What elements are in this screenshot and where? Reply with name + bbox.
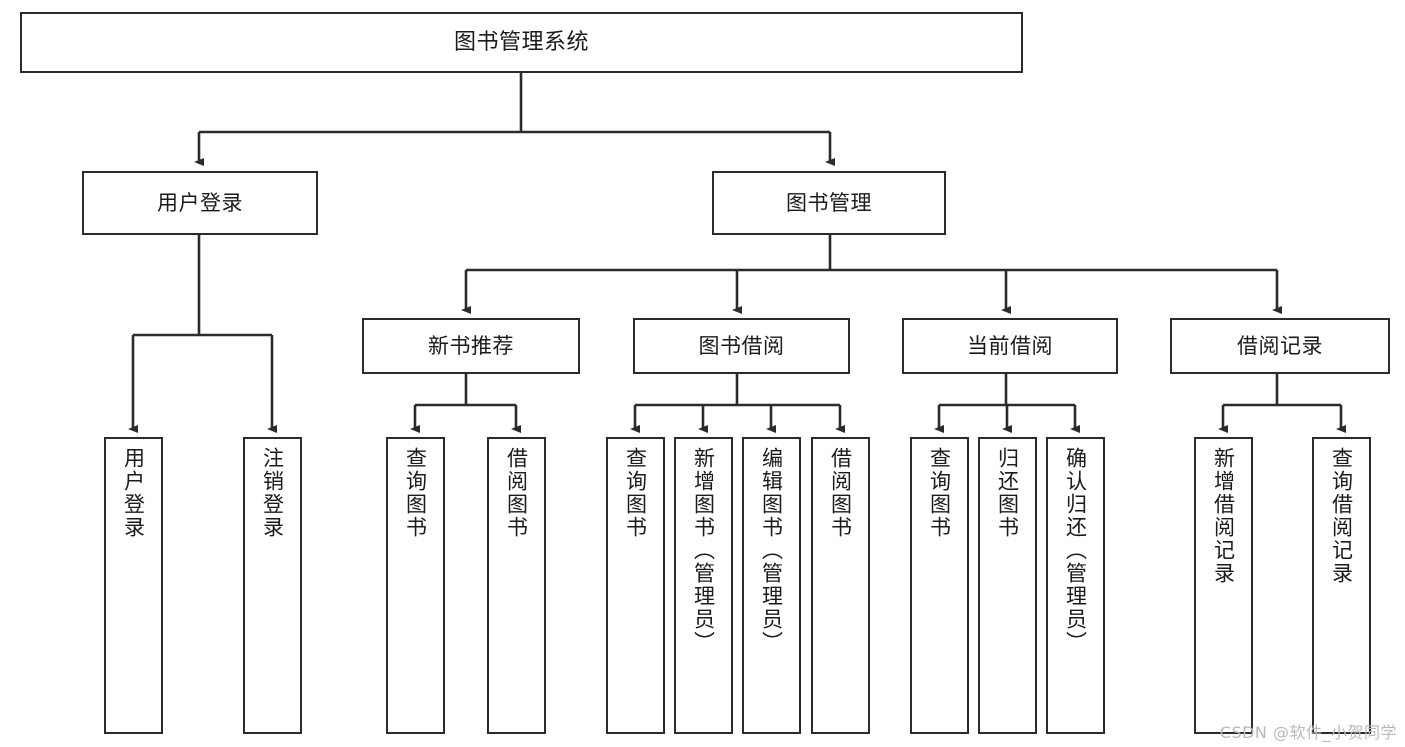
leaf-logout[interactable]: 注销登录 — [243, 437, 302, 734]
node-new-book-recommend[interactable]: 新书推荐 — [362, 318, 580, 374]
leaf-borrow-book-2[interactable]: 借阅图书 — [811, 437, 870, 734]
leaf-add-record[interactable]: 新增借阅记录 — [1194, 437, 1253, 734]
leaf-return-book[interactable]: 归还图书 — [978, 437, 1037, 734]
leaf-query-record[interactable]: 查询借阅记录 — [1312, 437, 1371, 734]
leaf-query-record-label: 查询借阅记录 — [1329, 447, 1354, 585]
node-borrow-record[interactable]: 借阅记录 — [1170, 318, 1390, 374]
leaf-borrow-book-1-label: 借阅图书 — [504, 447, 529, 539]
leaf-user-login-label: 用户登录 — [121, 447, 146, 539]
node-root-label: 图书管理系统 — [453, 29, 589, 55]
leaf-user-login[interactable]: 用户登录 — [104, 437, 163, 734]
leaf-add-book-label: 新增图书（管理员） — [691, 447, 716, 654]
leaf-edit-book-label: 编辑图书（管理员） — [759, 447, 784, 654]
leaf-add-book[interactable]: 新增图书（管理员） — [674, 437, 733, 734]
node-book-manage-label: 图书管理 — [786, 190, 872, 215]
node-book-manage[interactable]: 图书管理 — [712, 171, 946, 235]
node-book-borrow-label: 图书借阅 — [698, 333, 785, 358]
node-user-login[interactable]: 用户登录 — [82, 171, 318, 235]
leaf-query-book-2-label: 查询图书 — [623, 447, 648, 539]
leaf-query-book-3-label: 查询图书 — [927, 447, 952, 539]
node-book-borrow[interactable]: 图书借阅 — [633, 318, 850, 374]
node-user-login-label: 用户登录 — [157, 190, 243, 215]
node-new-book-recommend-label: 新书推荐 — [428, 333, 514, 358]
leaf-query-book-1-label: 查询图书 — [403, 447, 428, 539]
leaf-query-book-3[interactable]: 查询图书 — [910, 437, 969, 734]
leaf-query-book-1[interactable]: 查询图书 — [386, 437, 445, 734]
node-root[interactable]: 图书管理系统 — [20, 12, 1023, 73]
node-borrow-record-label: 借阅记录 — [1237, 333, 1323, 358]
leaf-edit-book[interactable]: 编辑图书（管理员） — [742, 437, 801, 734]
leaf-confirm-return-label: 确认归还（管理员） — [1063, 447, 1088, 654]
csdn-watermark: CSDN @软件_小贺同学 — [1219, 723, 1397, 742]
node-current-borrow-label: 当前借阅 — [967, 333, 1053, 358]
node-current-borrow[interactable]: 当前借阅 — [902, 318, 1118, 374]
leaf-borrow-book-2-label: 借阅图书 — [828, 447, 853, 539]
leaf-logout-label: 注销登录 — [260, 447, 285, 539]
leaf-confirm-return[interactable]: 确认归还（管理员） — [1046, 437, 1105, 734]
leaf-query-book-2[interactable]: 查询图书 — [606, 437, 665, 734]
leaf-return-book-label: 归还图书 — [995, 447, 1020, 539]
leaf-add-record-label: 新增借阅记录 — [1211, 447, 1236, 585]
leaf-borrow-book-1[interactable]: 借阅图书 — [487, 437, 546, 734]
